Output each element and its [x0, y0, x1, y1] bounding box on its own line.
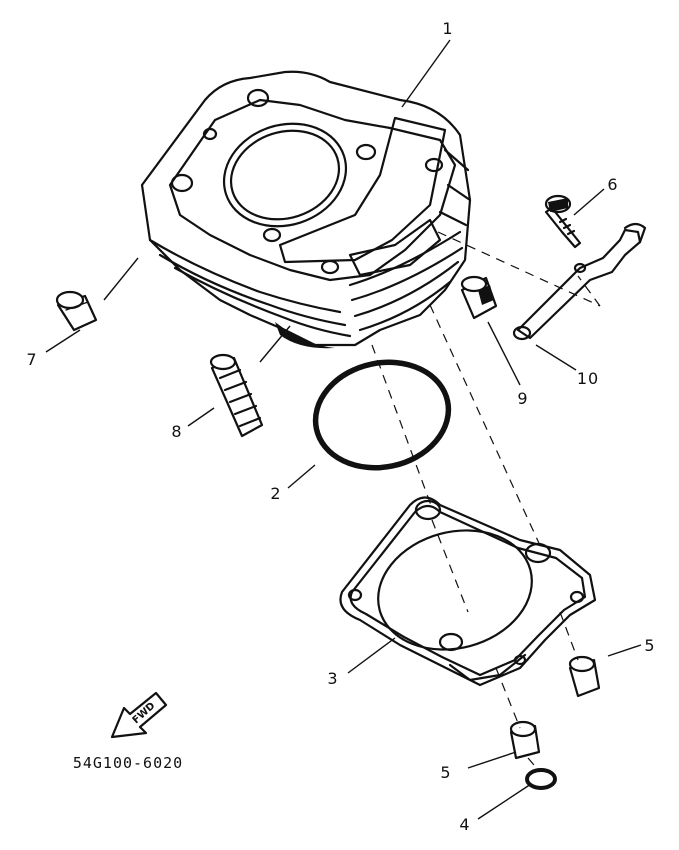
callout-7: 7 [26, 350, 37, 369]
bracket [512, 222, 647, 341]
callout-6: 6 [607, 175, 618, 194]
callout-4: 4 [459, 815, 470, 834]
dowel-9 [460, 275, 498, 320]
callout-1: 1 [442, 19, 453, 38]
callout-8: 8 [171, 422, 182, 441]
dowel-sleeve-8 [209, 353, 264, 438]
fwd-arrow-icon: FWD [110, 691, 168, 739]
callout-9: 9 [517, 389, 528, 408]
base-gasket [339, 496, 597, 687]
o-ring [312, 359, 452, 471]
dowel-pin-lower [509, 720, 541, 760]
callout-2: 2 [270, 484, 281, 503]
bolt [544, 194, 582, 249]
callout-10: 10 [577, 369, 599, 388]
dowel-pin-right [568, 655, 601, 698]
callout-5-lower: 5 [440, 763, 451, 782]
dowel-7 [55, 290, 98, 332]
callout-5-right: 5 [644, 636, 655, 655]
circlip [525, 768, 557, 790]
callout-3: 3 [327, 669, 338, 688]
part-code: 54G100-6020 [73, 754, 183, 772]
cylinder-block [140, 70, 472, 349]
